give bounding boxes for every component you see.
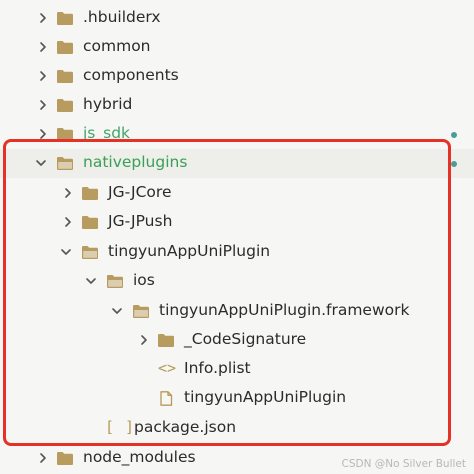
modified-marker (451, 161, 457, 167)
tree-item-label: hybrid (83, 95, 133, 113)
chevron-right-icon[interactable] (36, 98, 50, 112)
tree-item-label: JG-JPush (108, 212, 173, 230)
chevron-right-icon[interactable] (36, 127, 50, 141)
folder-icon (56, 39, 74, 55)
tree-item-label: _CodeSignature (184, 330, 307, 348)
tree-item-ios[interactable]: ios (0, 267, 474, 296)
folder-icon (81, 214, 99, 230)
tree-item-jg-jcore[interactable]: JG-JCore (0, 179, 474, 208)
tree-item-label: Info.plist (184, 359, 251, 377)
folder-icon (157, 332, 175, 348)
folder-open-icon (81, 244, 99, 260)
tree-item-framework[interactable]: tingyunAppUniPlugin.framework (0, 297, 474, 326)
folder-icon (56, 10, 74, 26)
tree-item-jg-jpush[interactable]: JG-JPush (0, 208, 474, 237)
chevron-right-icon[interactable] (36, 451, 50, 465)
tree-item-node-modules[interactable]: node_modules (0, 444, 474, 473)
chevron-right-icon[interactable] (61, 215, 75, 229)
chevron-right-icon[interactable] (61, 186, 75, 200)
tree-item-hbuilderx[interactable]: .hbuilderx (0, 4, 474, 33)
tree-item-label: package.json (134, 418, 237, 436)
chevron-down-icon[interactable] (84, 274, 98, 288)
tree-item-label: tingyunAppUniPlugin (108, 242, 271, 260)
tree-item-label: tingyunAppUniPlugin (184, 388, 347, 406)
chevron-right-icon[interactable] (137, 333, 151, 347)
tree-item-label: node_modules (83, 448, 196, 466)
tree-item-label: common (83, 37, 151, 55)
code-file-icon: <> (158, 359, 177, 377)
tree-item-codesignature[interactable]: _CodeSignature (0, 326, 474, 355)
tree-item-tingyunappuniplugin[interactable]: tingyunAppUniPlugin (0, 238, 474, 267)
tree-item-label: ios (133, 271, 155, 289)
modified-marker (451, 132, 457, 138)
chevron-down-icon[interactable] (34, 156, 48, 170)
tree-item-hybrid[interactable]: hybrid (0, 91, 474, 120)
chevron-down-icon[interactable] (59, 245, 73, 259)
chevron-right-icon[interactable] (36, 69, 50, 83)
chevron-down-icon[interactable] (110, 304, 124, 318)
folder-icon (56, 450, 74, 466)
folder-icon (56, 68, 74, 84)
folder-open-icon (56, 155, 74, 171)
tree-item-label: tingyunAppUniPlugin.framework (159, 301, 410, 319)
watermark: CSDN @No Silver Bullet (341, 458, 467, 470)
folder-icon (56, 97, 74, 113)
chevron-right-icon[interactable] (36, 11, 50, 25)
tree-item-package-json[interactable]: [ ] package.json (0, 414, 474, 443)
folder-open-icon (106, 273, 124, 289)
tree-item-binary-file[interactable]: tingyunAppUniPlugin (0, 384, 474, 413)
tree-item-label: components (83, 66, 179, 84)
tree-item-label: .hbuilderx (83, 8, 161, 26)
tree-item-common[interactable]: common (0, 33, 474, 62)
folder-icon (56, 126, 74, 142)
folder-open-icon (132, 303, 150, 319)
tree-item-components[interactable]: components (0, 62, 474, 91)
tree-item-js-sdk[interactable]: js_sdk (0, 120, 474, 149)
chevron-right-icon[interactable] (36, 40, 50, 54)
tree-item-info-plist[interactable]: <> Info.plist (0, 355, 474, 384)
tree-item-nativeplugins[interactable]: nativeplugins (0, 149, 474, 178)
tree-item-label: JG-JCore (108, 183, 172, 201)
tree-item-label: nativeplugins (83, 153, 188, 171)
file-icon (157, 390, 175, 406)
json-file-icon: [ ] (105, 418, 136, 436)
folder-icon (81, 185, 99, 201)
tree-item-label: js_sdk (83, 124, 131, 142)
